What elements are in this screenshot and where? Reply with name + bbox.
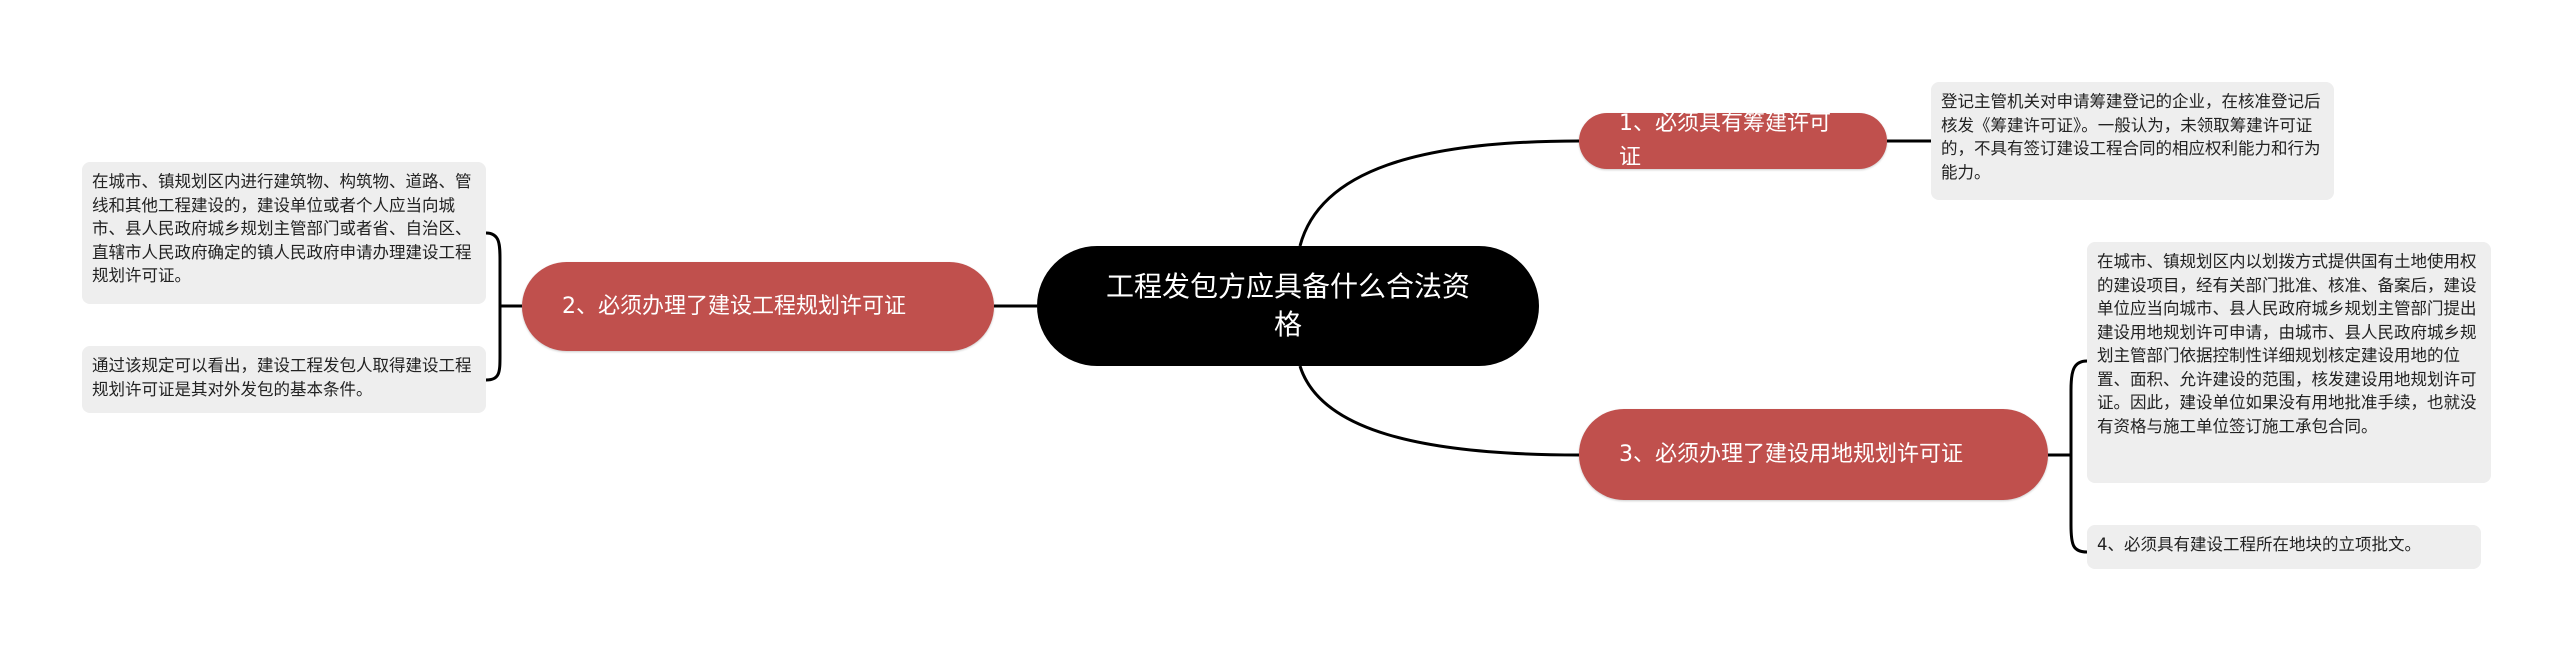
note-3a-text: 在城市、镇规划区内以划拨方式提供国有土地使用权的建设项目，经有关部门批准、核准、…	[2097, 252, 2477, 436]
bracket-topic3	[2069, 359, 2088, 554]
topic-1[interactable]: 1、必须具有筹建许可证	[1579, 111, 1887, 170]
note-2a-text: 在城市、镇规划区内进行建筑物、构筑物、道路、管线和其他工程建设的，建设单位或者个…	[92, 172, 472, 285]
note-2a[interactable]: 在城市、镇规划区内进行建筑物、构筑物、道路、管线和其他工程建设的，建设单位或者个…	[82, 162, 486, 304]
note-1[interactable]: 登记主管机关对申请筹建登记的企业，在核准登记后核发《筹建许可证》。一般认为，未领…	[1931, 82, 2334, 200]
topic-1-label: 1、必须具有筹建许可证	[1619, 111, 1831, 170]
topic-2-label: 2、必须办理了建设工程规划许可证	[562, 293, 906, 319]
link-center-topic1	[1298, 139, 1580, 247]
central-topic[interactable]: 工程发包方应具备什么合法资格	[1037, 246, 1539, 366]
note-3b[interactable]: 4、必须具有建设工程所在地块的立项批文。	[2087, 525, 2481, 569]
note-1-text: 登记主管机关对申请筹建登记的企业，在核准登记后核发《筹建许可证》。一般认为，未领…	[1941, 92, 2321, 182]
note-2b[interactable]: 通过该规定可以看出，建设工程发包人取得建设工程规划许可证是其对外发包的基本条件。	[82, 346, 486, 413]
topic-2[interactable]: 2、必须办理了建设工程规划许可证	[522, 262, 994, 351]
note-2b-text: 通过该规定可以看出，建设工程发包人取得建设工程规划许可证是其对外发包的基本条件。	[92, 356, 472, 399]
link-center-topic3	[1298, 365, 1580, 457]
topic-3[interactable]: 3、必须办理了建设用地规划许可证	[1579, 409, 2048, 500]
central-topic-title: 工程发包方应具备什么合法资格	[1105, 270, 1470, 341]
topic-3-label: 3、必须办理了建设用地规划许可证	[1619, 441, 1963, 467]
note-3a[interactable]: 在城市、镇规划区内以划拨方式提供国有土地使用权的建设项目，经有关部门批准、核准、…	[2087, 242, 2491, 483]
note-3b-text: 4、必须具有建设工程所在地块的立项批文。	[2097, 535, 2421, 554]
bracket-topic2	[485, 231, 502, 382]
